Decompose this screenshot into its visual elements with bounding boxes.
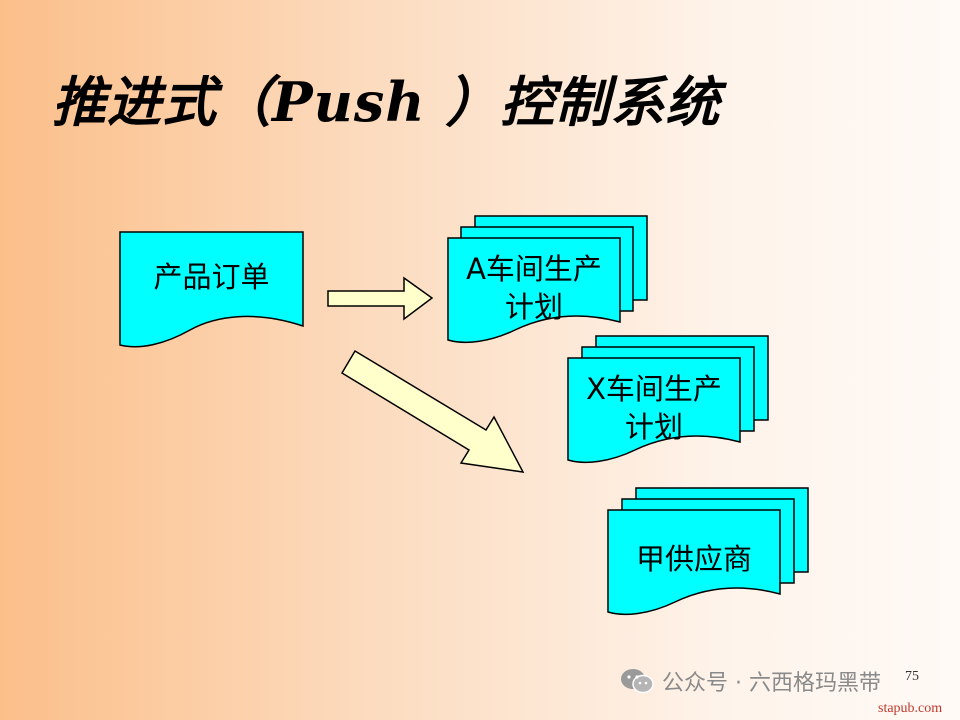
slide-title: 推进式（Push ）控制系统 — [52, 70, 721, 134]
node-plan-x-shape — [567, 335, 769, 464]
node-plan-a-label: A车间生产 计划 — [466, 252, 602, 324]
node-order-label: 产品订单 — [153, 260, 270, 294]
watermark-text: 公众号 · 六西格玛黑带 — [662, 671, 881, 696]
arrow-order-to-plan-x — [340, 349, 525, 473]
node-supplier-label: 甲供应商 — [635, 542, 752, 576]
arrow-order-to-plan-a — [327, 276, 434, 321]
site-watermark: stapub.com — [878, 701, 943, 716]
wechat-icon — [620, 668, 654, 694]
node-plan-x-label: X车间生产 计划 — [586, 372, 722, 444]
node-plan-a-shape — [447, 215, 648, 344]
watermark: 公众号 · 六西格玛黑带 — [620, 665, 881, 697]
page-number: 75 — [905, 669, 919, 684]
node-order-shape — [119, 231, 304, 348]
node-supplier-shape — [607, 487, 809, 616]
